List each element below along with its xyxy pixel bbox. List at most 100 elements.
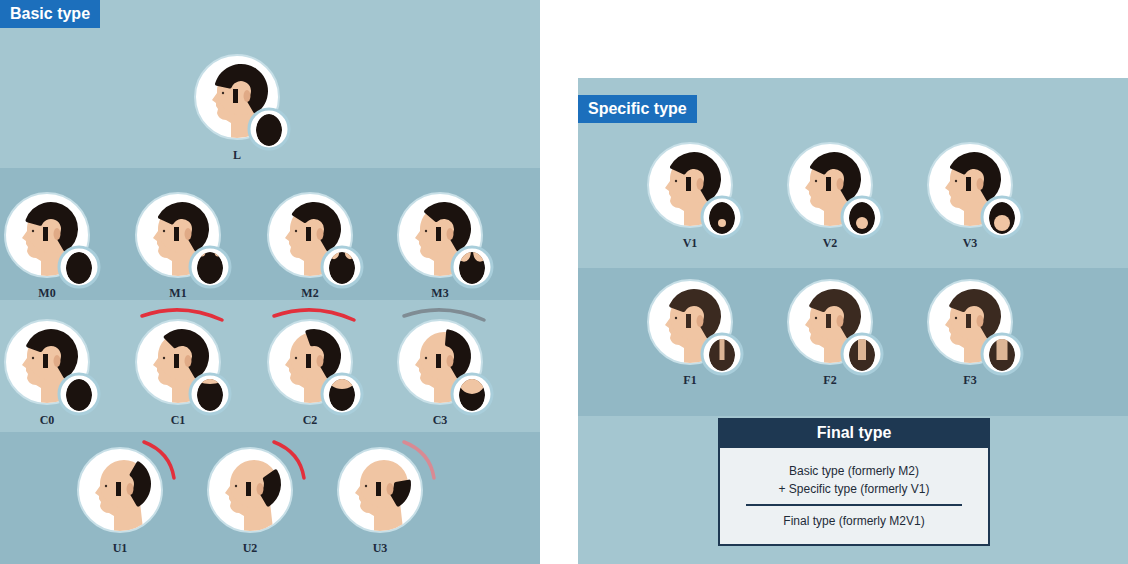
type-label-holder: C1 — [134, 410, 222, 428]
recession-arc — [404, 442, 434, 478]
type-label-holder: V2 — [786, 233, 874, 251]
type-code: C0 — [40, 413, 55, 427]
type-label-holder: L — [193, 145, 281, 163]
head-profile — [225, 460, 281, 538]
type-label-holder: C0 — [3, 410, 91, 428]
top-view-circle — [452, 247, 492, 287]
top-view-circle — [249, 109, 289, 149]
type-panel: Basic typeL M0 M1 M2 M3C0 C1 C2 C3U1 U2 U3 — [0, 0, 540, 564]
type-label-holder: V1 — [646, 233, 734, 251]
type-panel: Specific typeV1 V2 V3F1F2 F3Final typeBasic… — [578, 78, 1128, 564]
top-view-circle — [190, 247, 230, 287]
panel-tag: Specific type — [578, 95, 697, 123]
final-type-box: Final typeBasic type (formerly M2)+ Spec… — [718, 418, 990, 546]
head-top-view — [256, 114, 282, 146]
head-top-view — [458, 364, 486, 411]
type-illustration: U2 — [206, 446, 306, 558]
type-illustration: U1 — [76, 446, 176, 558]
type-code: V3 — [963, 236, 978, 250]
recession-arc — [142, 310, 222, 320]
type-code: F2 — [823, 373, 836, 387]
type-code: C3 — [433, 413, 448, 427]
type-illustration: V3 — [926, 141, 1026, 253]
type-code: M1 — [169, 286, 186, 300]
top-view-circle — [190, 374, 230, 414]
recession-arc — [144, 442, 174, 478]
type-label-holder: M3 — [396, 283, 484, 301]
type-illustration: V1 — [646, 141, 746, 253]
head-top-view — [329, 245, 355, 284]
panel-heading: Specific type — [588, 100, 687, 117]
head-top-view — [849, 202, 875, 234]
head-illustration — [193, 53, 293, 165]
type-code: U2 — [243, 541, 258, 555]
type-code: L — [233, 148, 241, 162]
type-illustration: C2 — [266, 318, 366, 430]
recession-arc — [274, 310, 354, 320]
recession-arc — [404, 310, 484, 320]
type-illustration: V2 — [786, 141, 886, 253]
type-label-holder: M2 — [266, 283, 354, 301]
head-top-view — [66, 379, 92, 411]
type-label-holder: C3 — [396, 410, 484, 428]
head-top-view — [196, 374, 224, 411]
type-label-holder: M1 — [134, 283, 222, 301]
type-code: M2 — [301, 286, 318, 300]
type-illustration: C0 — [3, 318, 103, 430]
formula-line: Basic type (formerly M2) — [736, 462, 972, 480]
type-label-holder: F2 — [786, 370, 874, 388]
head-top-view — [849, 339, 875, 371]
box-body: Basic type (formerly M2)+ Specific type … — [718, 448, 990, 546]
row-band — [0, 168, 540, 300]
panel-tag: Basic type — [0, 0, 100, 28]
panel-heading: Basic type — [10, 5, 90, 22]
top-view-circle — [59, 247, 99, 287]
top-view-circle — [982, 197, 1022, 237]
type-illustration: F2 — [786, 278, 886, 390]
head-profile — [95, 460, 151, 538]
box-heading: Final type — [817, 424, 892, 441]
type-label-holder: V3 — [926, 233, 1014, 251]
type-illustration: U3 — [336, 446, 436, 558]
row-band — [0, 432, 540, 564]
type-code: F3 — [963, 373, 976, 387]
type-label-holder: U1 — [76, 538, 164, 556]
type-code: U1 — [113, 541, 128, 555]
top-view-circle — [702, 334, 742, 374]
head-top-view — [709, 339, 735, 371]
top-view-circle — [59, 374, 99, 414]
type-illustration: C3 — [396, 318, 496, 430]
type-illustration: F3 — [926, 278, 1026, 390]
type-label-holder: U3 — [336, 538, 424, 556]
type-illustration: M3 — [396, 191, 496, 303]
head-top-view — [197, 247, 223, 284]
head-top-view — [709, 202, 735, 234]
type-label-holder: F3 — [926, 370, 1014, 388]
row-band — [578, 268, 1128, 416]
type-illustration: M1 — [134, 191, 234, 303]
type-label-holder: U2 — [206, 538, 294, 556]
top-view-circle — [982, 334, 1022, 374]
head-top-view — [989, 339, 1015, 371]
type-illustration: C1 — [134, 318, 234, 430]
head-top-view — [328, 369, 356, 411]
type-illustration: F1 — [646, 278, 746, 390]
recession-arc — [274, 442, 304, 478]
type-label-holder: C2 — [266, 410, 354, 428]
type-code: V1 — [683, 236, 698, 250]
sum-rule — [746, 504, 962, 506]
type-code: M0 — [38, 286, 55, 300]
type-code: C1 — [171, 413, 186, 427]
box-header: Final type — [718, 418, 990, 448]
type-code: U3 — [373, 541, 388, 555]
top-view-circle — [842, 197, 882, 237]
type-label-holder: M0 — [3, 283, 91, 301]
head-top-view — [989, 202, 1015, 234]
top-view-circle — [702, 197, 742, 237]
type-illustration: M0 — [3, 191, 103, 303]
head-profile — [355, 460, 411, 538]
type-illustration: M2 — [266, 191, 366, 303]
type-code: C2 — [303, 413, 318, 427]
type-illustration: L — [193, 53, 293, 165]
